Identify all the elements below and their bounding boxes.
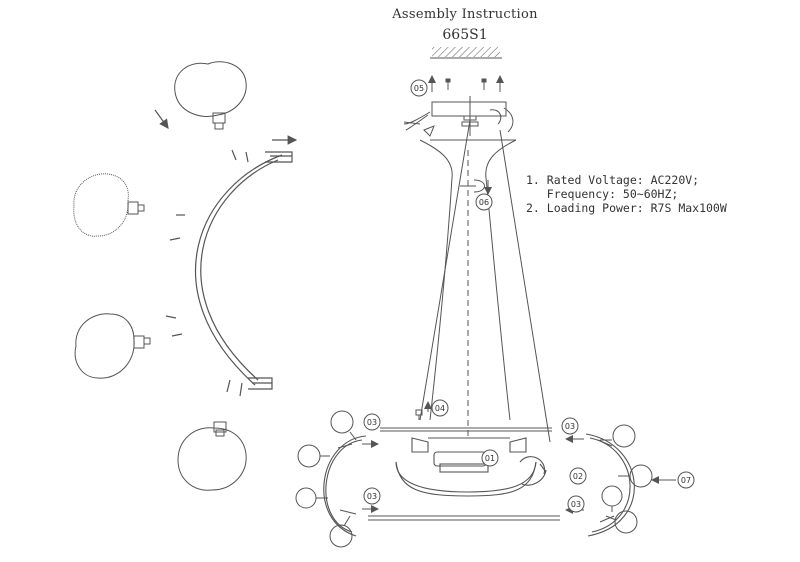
- lower-ring: [380, 427, 552, 497]
- step-02-callout: 02: [569, 467, 587, 485]
- svg-text:04: 04: [435, 404, 445, 413]
- svg-text:01: 01: [485, 454, 495, 463]
- glass-shade-1: [174, 61, 247, 130]
- svg-text:03: 03: [571, 500, 581, 509]
- step-05-callout: 05: [410, 79, 428, 97]
- svg-text:03: 03: [367, 492, 377, 501]
- arrow-down: [154, 109, 169, 129]
- glass-shade-2: [73, 173, 145, 237]
- diagram-title: Assembly Instruction: [392, 7, 538, 22]
- ceiling-mount: [430, 47, 502, 59]
- step-03-callout-left-top: 03: [363, 413, 381, 431]
- spec-voltage: 1. Rated Voltage: AC220V;: [526, 173, 700, 187]
- svg-text:07: 07: [681, 476, 691, 485]
- svg-text:06: 06: [479, 198, 489, 207]
- spec-power: 2. Loading Power: R7S Max100W: [526, 201, 727, 215]
- svg-text:03: 03: [565, 422, 575, 431]
- spec-frequency: Frequency: 50~60HZ;: [526, 187, 679, 201]
- left-arc-frame: [165, 149, 293, 397]
- step-03-callout-left-bottom: 03: [363, 487, 381, 505]
- lamp-body: [419, 119, 551, 443]
- svg-text:05: 05: [414, 84, 424, 93]
- step-01-callout: 01: [481, 449, 499, 467]
- svg-text:03: 03: [367, 418, 377, 427]
- canopy-bracket: [403, 96, 516, 141]
- step-04-callout: 04: [431, 399, 449, 417]
- model-number: 665S1: [442, 27, 488, 43]
- step-callouts: 05 06 04 01 02 03: [363, 79, 695, 513]
- step-06-callout: 06: [475, 193, 493, 211]
- right-side-arc: [585, 433, 635, 537]
- glass-shade-4: [177, 421, 247, 491]
- top-screw-arrows: [428, 75, 504, 92]
- left-shades: [295, 410, 357, 548]
- step-07-callout: 07: [677, 471, 695, 489]
- left-side-arc: [323, 435, 560, 537]
- glass-shade-3: [74, 313, 151, 379]
- svg-text:02: 02: [573, 472, 583, 481]
- step-03-callout-right-top: 03: [561, 417, 579, 435]
- bottom-screw: [415, 401, 432, 420]
- step-03-callout-right-bottom: 03: [567, 495, 585, 513]
